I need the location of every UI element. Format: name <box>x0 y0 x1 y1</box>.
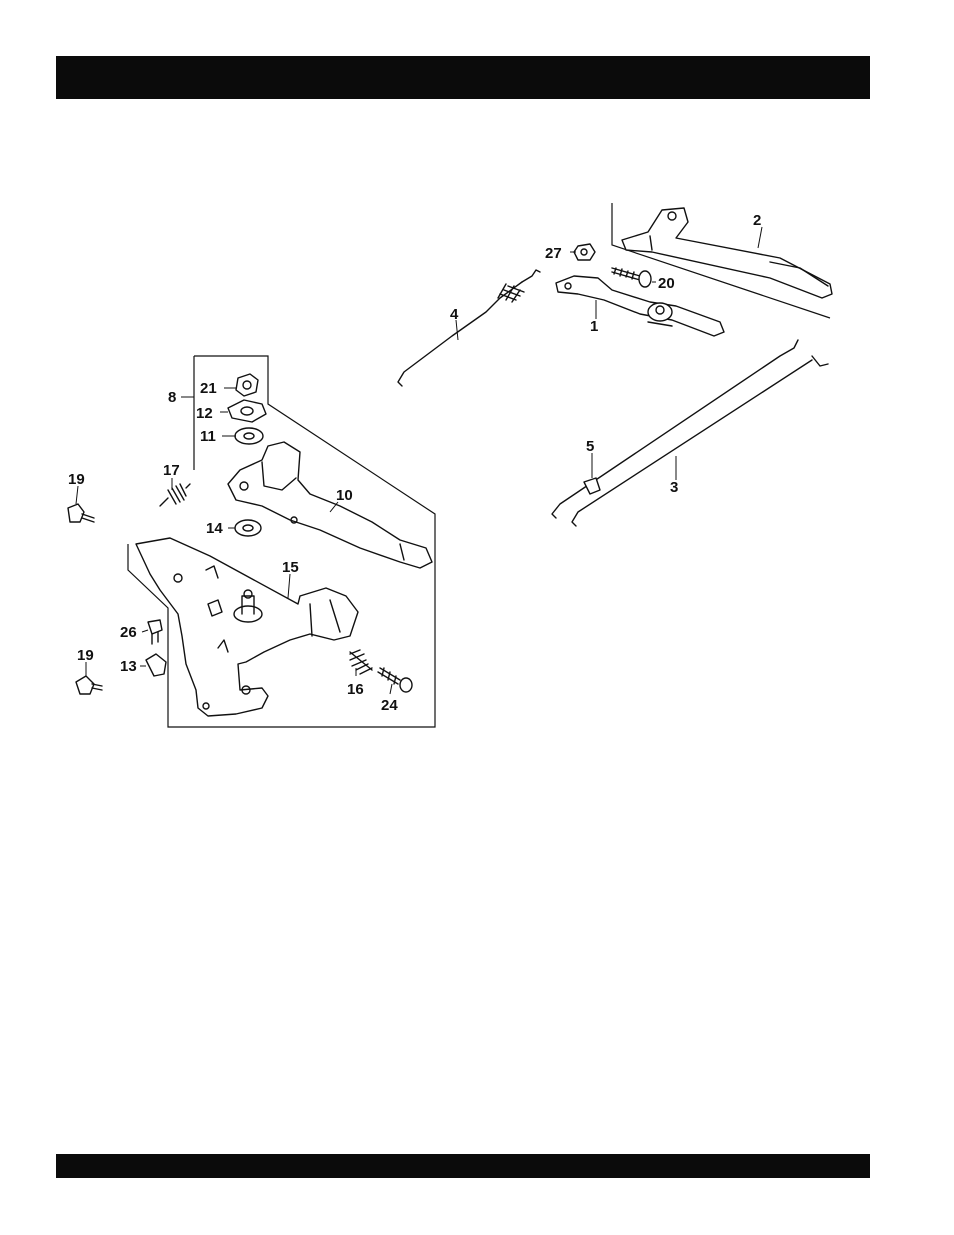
part-19-bolt-lower <box>76 676 102 694</box>
part-13-clip <box>146 654 166 676</box>
part-2-lever-arm <box>622 208 832 298</box>
leader-lines <box>76 227 762 694</box>
callout-19-upper: 19 <box>68 471 85 488</box>
part-10-arm <box>228 442 432 568</box>
part-3-rod <box>552 340 828 526</box>
callout-16: 16 <box>347 681 364 698</box>
callout-14: 14 <box>206 520 223 537</box>
part-1-lever <box>556 276 724 336</box>
part-15-bracket <box>136 538 358 716</box>
callout-10: 10 <box>336 487 353 504</box>
part-4-rod <box>398 270 540 386</box>
part-26-stud <box>148 620 162 644</box>
callout-15: 15 <box>282 559 299 576</box>
callout-8: 8 <box>168 389 176 406</box>
callout-13: 13 <box>120 658 137 675</box>
part-12-plate <box>228 400 266 422</box>
callout-4: 4 <box>450 306 459 323</box>
callout-20: 20 <box>658 275 675 292</box>
part-16-spring <box>350 650 372 674</box>
callout-27: 27 <box>545 245 562 262</box>
part-27-nut <box>574 244 595 260</box>
callout-17: 17 <box>163 462 180 479</box>
part-20-bolt <box>612 268 651 287</box>
callout-12: 12 <box>196 405 213 422</box>
part-24-screw <box>378 668 412 692</box>
callout-5: 5 <box>586 438 594 455</box>
part-5-clip <box>584 478 600 494</box>
callout-2: 2 <box>753 212 761 229</box>
callout-1: 1 <box>590 318 598 335</box>
callout-labels: 2 27 20 1 4 5 3 8 21 12 11 17 19 10 14 1… <box>68 212 761 714</box>
callout-26: 26 <box>120 624 137 641</box>
callout-19-lower: 19 <box>77 647 94 664</box>
upper-right-group <box>556 203 832 336</box>
callout-3: 3 <box>670 479 678 496</box>
part-14-washer <box>235 520 261 536</box>
part-11-washer <box>235 428 263 444</box>
part-19-bolt-upper <box>68 504 94 522</box>
part-17-spring <box>160 484 190 506</box>
callout-21: 21 <box>200 380 217 397</box>
callout-24: 24 <box>381 697 398 714</box>
part-21-nut <box>236 374 258 396</box>
footer-bar <box>56 1154 870 1178</box>
callout-11: 11 <box>200 428 216 445</box>
